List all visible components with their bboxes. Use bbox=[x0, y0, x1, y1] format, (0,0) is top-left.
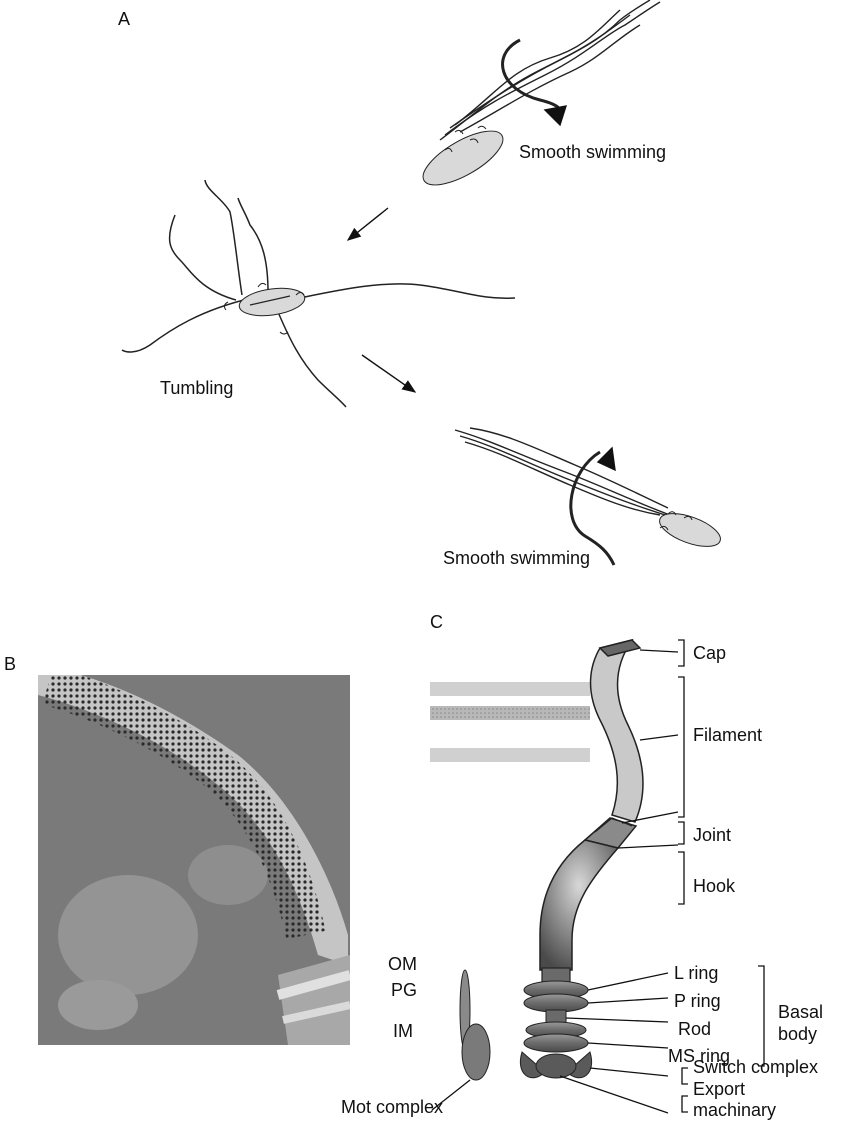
label-l-ring: L ring bbox=[674, 964, 718, 982]
mot-complex-body bbox=[462, 1024, 490, 1080]
label-hook: Hook bbox=[693, 877, 735, 895]
label-joint: Joint bbox=[693, 826, 731, 844]
label-pg: PG bbox=[391, 981, 417, 999]
ms-ring-lower bbox=[524, 1034, 588, 1052]
label-mot-complex: Mot complex bbox=[341, 1098, 443, 1116]
outer-membrane-band bbox=[430, 682, 590, 696]
p-ring-shape bbox=[524, 994, 588, 1012]
cap bbox=[600, 640, 640, 656]
peptidoglycan-band bbox=[430, 706, 590, 720]
label-om: OM bbox=[388, 955, 417, 973]
label-im: IM bbox=[393, 1022, 413, 1040]
inner-membrane-band bbox=[430, 748, 590, 762]
export-machinery-shape bbox=[536, 1054, 576, 1078]
label-basal-body-line1: Basal bbox=[778, 1003, 823, 1021]
label-cap: Cap bbox=[693, 644, 726, 662]
label-filament: Filament bbox=[693, 726, 762, 744]
hook bbox=[540, 840, 618, 970]
label-p-ring: P ring bbox=[674, 992, 721, 1010]
filament bbox=[591, 640, 644, 822]
label-switch-complex: Switch complex bbox=[693, 1058, 818, 1076]
label-basal-body-line2: body bbox=[778, 1025, 817, 1043]
label-export-line1: Export bbox=[693, 1080, 745, 1098]
label-rod: Rod bbox=[678, 1020, 711, 1038]
label-export-line2: machinary bbox=[693, 1101, 776, 1119]
